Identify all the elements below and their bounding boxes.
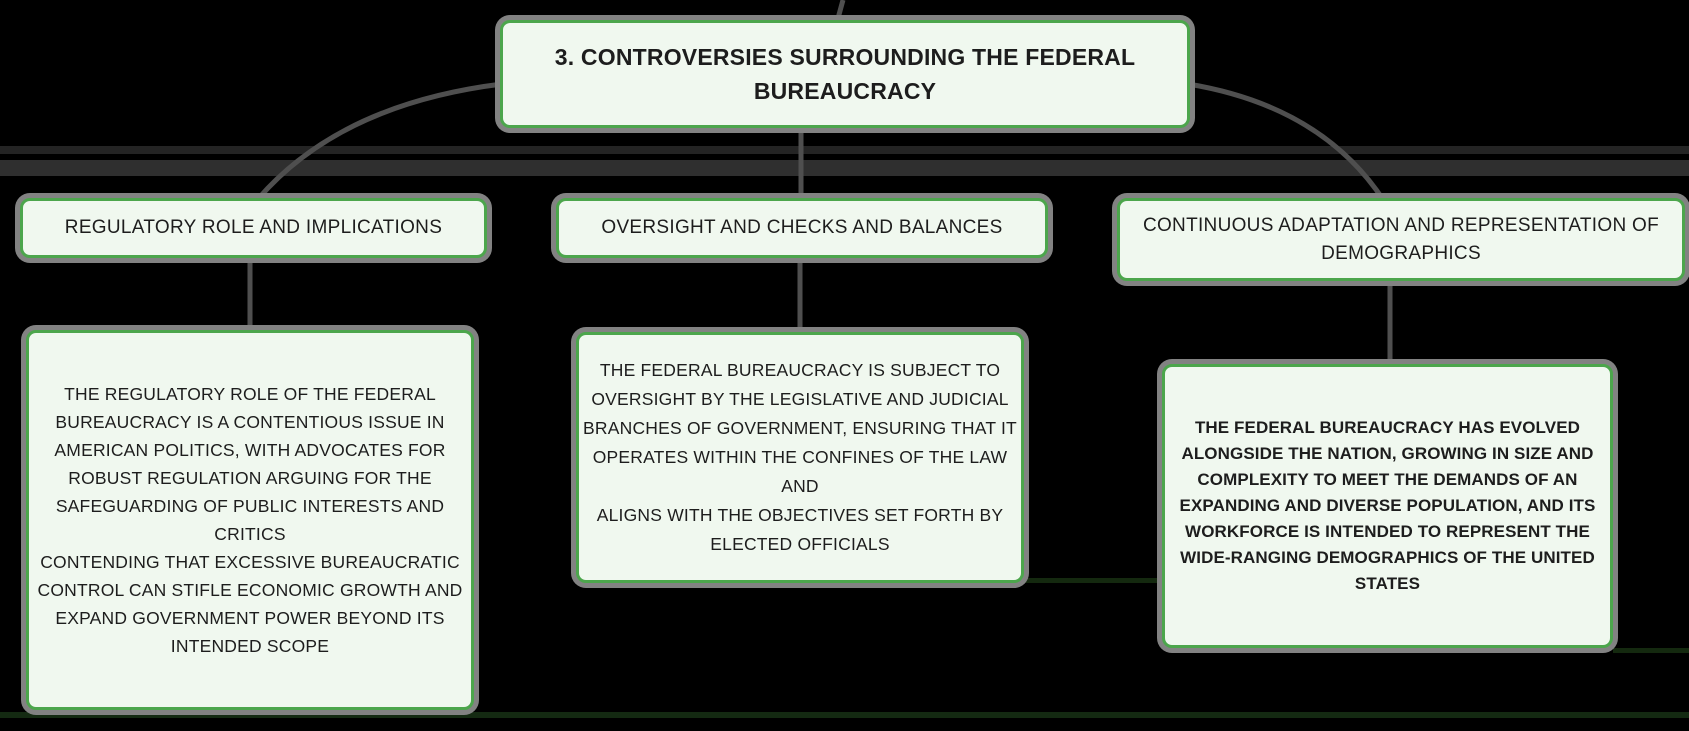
branch-detail-oversight[interactable]: THE FEDERAL BUREAUCRACY IS SUBJECT TO OV…: [576, 332, 1024, 583]
render-artifact-segment: [1020, 578, 1165, 583]
branch-label-text: REGULATORY ROLE AND IMPLICATIONS: [64, 217, 443, 238]
render-artifact-streak: [0, 146, 1689, 154]
branch-label-text: OVERSIGHT AND CHECKS AND BALANCES: [601, 217, 1003, 238]
render-artifact-streak: [0, 160, 1689, 176]
branch-detail-text: THE REGULATORY ROLE OF THE FEDERAL BUREA…: [37, 384, 463, 656]
root-title: 3. CONTROVERSIES SURROUNDING THE FEDERAL…: [554, 44, 1136, 104]
render-artifact-baseline: [0, 712, 1689, 718]
branch-detail-text: THE FEDERAL BUREAUCRACY HAS EVOLVED ALON…: [1179, 418, 1596, 593]
connector-root-parent-stub: [834, 0, 846, 23]
branch-label-text: CONTINUOUS ADAPTATION AND REPRESENTATION…: [1142, 214, 1660, 264]
render-artifact-segment: [1613, 648, 1689, 653]
connector-root-to-branch-3: [1187, 81, 1387, 203]
branch-label-regulatory-role[interactable]: REGULATORY ROLE AND IMPLICATIONS: [20, 198, 487, 258]
branch-detail-text: THE FEDERAL BUREAUCRACY IS SUBJECT TO OV…: [583, 360, 1017, 554]
branch-detail-adaptation[interactable]: THE FEDERAL BUREAUCRACY HAS EVOLVED ALON…: [1162, 364, 1613, 648]
connector-root-to-branch-1: [256, 81, 503, 201]
root-node[interactable]: 3. CONTROVERSIES SURROUNDING THE FEDERAL…: [500, 20, 1190, 128]
branch-label-oversight[interactable]: OVERSIGHT AND CHECKS AND BALANCES: [556, 198, 1048, 258]
branch-label-adaptation[interactable]: CONTINUOUS ADAPTATION AND REPRESENTATION…: [1117, 198, 1685, 281]
branch-detail-regulatory-role[interactable]: THE REGULATORY ROLE OF THE FEDERAL BUREA…: [26, 330, 474, 710]
